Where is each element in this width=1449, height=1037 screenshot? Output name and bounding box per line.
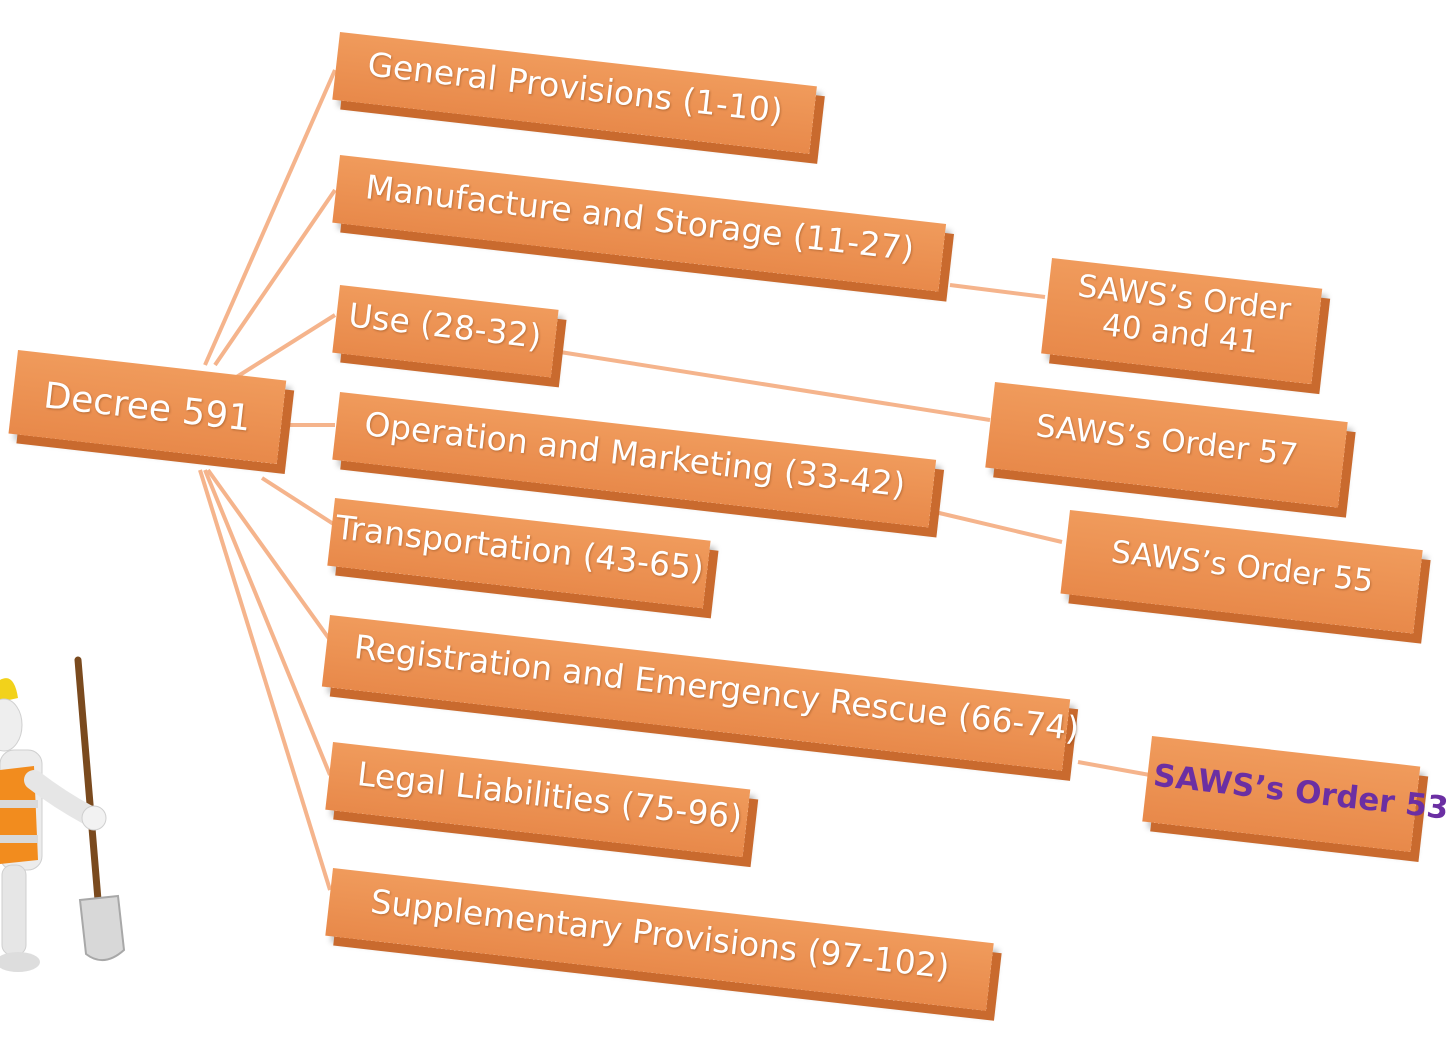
link-supplementary xyxy=(198,469,332,891)
link-legal-liabilities xyxy=(203,469,332,776)
link-manufacture-storage xyxy=(213,188,337,367)
root-label: Decree 591 xyxy=(41,375,254,440)
link-use xyxy=(233,313,337,380)
order-label: SAWS’s Order 53 xyxy=(1151,757,1449,827)
order-label: SAWS’s Order 55 xyxy=(1109,534,1376,600)
construction-worker-with-shovel-icon xyxy=(0,656,126,972)
link-registration xyxy=(206,468,332,642)
link-general-provisions xyxy=(203,69,337,366)
link-order-57 xyxy=(559,350,991,422)
chapter-label: Use (28-32) xyxy=(346,295,544,356)
order-label: SAWS’s Order 57 xyxy=(1034,408,1300,474)
link-order-40-41 xyxy=(949,283,1046,299)
link-transportation xyxy=(260,476,337,527)
link-order-53 xyxy=(1077,760,1151,777)
link-order-55 xyxy=(934,510,1063,544)
